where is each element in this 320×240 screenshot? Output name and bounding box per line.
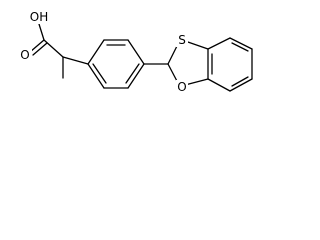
- bond-carbonyl-1: [29, 39, 45, 53]
- c2-o-bond: [167, 63, 179, 84]
- o-c3a-bond: [184, 78, 209, 86]
- ring2-double-2: [231, 42, 249, 52]
- ring2-bond-e: [207, 78, 231, 92]
- bond-carbonyl-2: [32, 42, 48, 56]
- propanoic-acid-group: [29, 23, 89, 79]
- phenyl-ring: [87, 39, 145, 89]
- molecule-diagram: OH O S O: [0, 0, 264, 111]
- ring1-bond-d: [127, 63, 145, 89]
- structure-svg: OH O S O: [20, 10, 253, 94]
- fused-benzene-ring: [207, 37, 253, 92]
- atom-labels: OH O S O: [20, 10, 188, 94]
- s-c7a-bond: [184, 40, 209, 50]
- hydroxyl-label: OH: [30, 10, 48, 24]
- bond-alpha-ring: [62, 56, 89, 65]
- bond-oh-c: [38, 23, 45, 41]
- c2-s-bond: [167, 43, 179, 65]
- ring1-bond-c: [127, 39, 145, 65]
- carbonyl-oxygen-label: O: [20, 48, 29, 62]
- ring2-bond-d: [229, 78, 253, 92]
- ring1-bond-f: [87, 63, 105, 89]
- ring1-double-2: [125, 63, 140, 84]
- oxathiole-ring: [167, 40, 209, 86]
- ring1-double-3: [92, 63, 107, 84]
- bond-acid-alpha: [43, 39, 64, 58]
- ring2-double-3: [231, 76, 249, 87]
- ring2-bond-b: [229, 37, 253, 50]
- sulfur-label: S: [178, 33, 186, 47]
- ring2-bond-a: [207, 37, 231, 50]
- ring1-bond-a: [87, 39, 105, 65]
- ring-oxygen-label: O: [177, 80, 186, 94]
